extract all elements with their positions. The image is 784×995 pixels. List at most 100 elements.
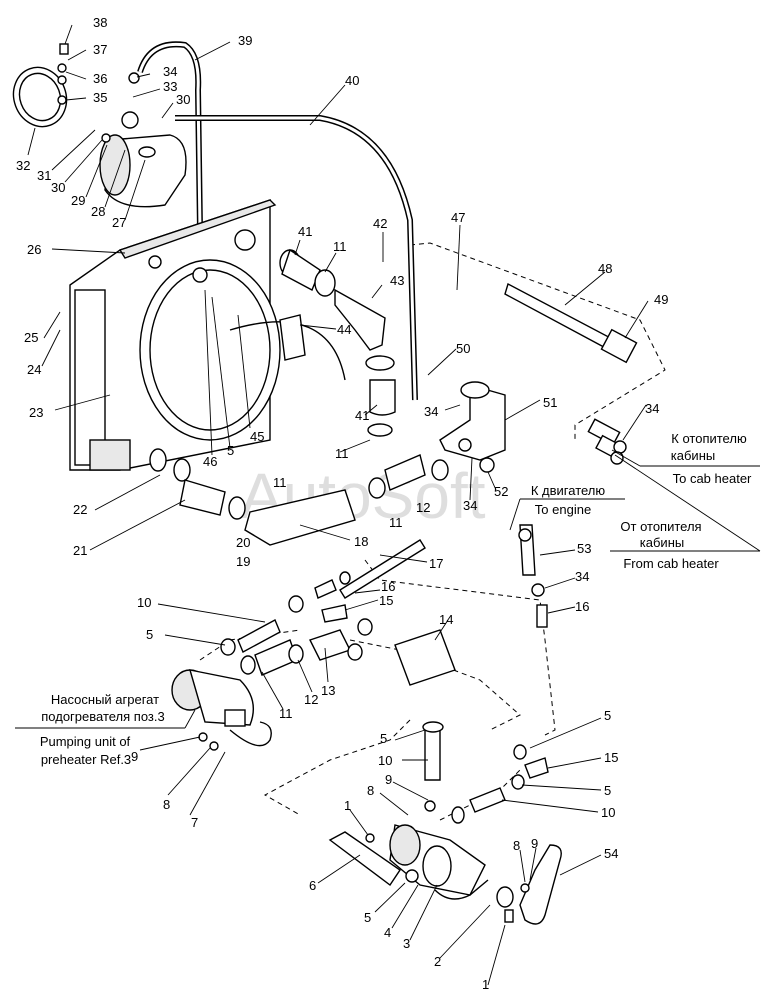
caption-to-engine-ru: К двигателю <box>531 483 606 498</box>
radiator <box>69 199 346 471</box>
callout: 1 <box>344 798 351 813</box>
callout: 44 <box>337 322 351 337</box>
pumping-unit <box>171 669 272 751</box>
caption-to-engine-en: To engine <box>535 502 591 517</box>
callout: 3 <box>403 936 410 951</box>
callout: 9 <box>531 836 538 851</box>
callout: 12 <box>416 500 430 515</box>
callout: 11 <box>273 475 287 490</box>
callout: 26 <box>27 242 41 257</box>
callout: 34 <box>463 498 477 513</box>
callout: 10 <box>601 805 615 820</box>
callout: 8 <box>367 783 374 798</box>
callout: 33 <box>163 79 177 94</box>
caption-pump-ru-2: подогревателя поз.3 <box>41 709 164 724</box>
captions: Насосный агрегат подогревателя поз.3 Pum… <box>40 431 752 767</box>
callout: 6 <box>309 878 316 893</box>
callout: 5 <box>227 443 234 458</box>
caption-from-heater-ru-1: От отопителя <box>620 519 701 534</box>
callout: 4 <box>384 925 391 940</box>
callout: 29 <box>71 193 85 208</box>
callout: 28 <box>91 204 105 219</box>
callout: 19 <box>236 554 250 569</box>
callout: 51 <box>543 395 557 410</box>
callout: 15 <box>379 593 393 608</box>
callout: 10 <box>378 753 392 768</box>
callout: 13 <box>321 683 335 698</box>
callout: 11 <box>389 515 403 530</box>
callout: 32 <box>16 158 30 173</box>
callout: 53 <box>577 541 591 556</box>
callout: 31 <box>37 168 51 183</box>
caption-pump-ru-1: Насосный агрегат <box>51 692 159 707</box>
callout: 45 <box>250 429 264 444</box>
callout: 8 <box>163 797 170 812</box>
callout: 7 <box>191 815 198 830</box>
callout: 14 <box>439 612 453 627</box>
callout: 9 <box>385 772 392 787</box>
callout: 34 <box>575 569 589 584</box>
callout: 43 <box>390 273 404 288</box>
callout: 10 <box>137 595 151 610</box>
connecting-hoses <box>149 448 548 686</box>
preheater <box>328 721 562 925</box>
caption-pump-en-2: preheater Ref.3 <box>41 752 131 767</box>
callout: 1 <box>482 977 489 992</box>
callout: 37 <box>93 42 107 57</box>
callout: 42 <box>373 216 387 231</box>
callout: 23 <box>29 405 43 420</box>
callout: 20 <box>236 535 250 550</box>
callout: 17 <box>429 556 443 571</box>
callout: 5 <box>380 731 387 746</box>
callout: 30 <box>176 92 190 107</box>
callout: 11 <box>335 446 349 461</box>
callout: 16 <box>381 579 395 594</box>
caption-leaders <box>15 449 761 729</box>
callout: 5 <box>364 910 371 925</box>
callout: 40 <box>345 73 359 88</box>
caption-to-heater-ru-2: кабины <box>671 448 715 463</box>
callout: 25 <box>24 330 38 345</box>
callout: 48 <box>598 261 612 276</box>
callout: 50 <box>456 341 470 356</box>
callout: 24 <box>27 362 41 377</box>
caption-pump-en-1: Pumping unit of <box>40 734 131 749</box>
heater-pipes <box>279 248 638 473</box>
callout: 39 <box>238 33 252 48</box>
callout: 34 <box>424 404 438 419</box>
callout: 8 <box>513 838 520 853</box>
callout: 12 <box>304 692 318 707</box>
expansion-tank-assembly <box>12 43 187 208</box>
callout: 36 <box>93 71 107 86</box>
caption-to-heater-ru-1: К отопителю <box>671 431 747 446</box>
callout: 47 <box>451 210 465 225</box>
callout: 22 <box>73 502 87 517</box>
callout: 35 <box>93 90 107 105</box>
leader-lines <box>27 24 649 986</box>
callout: 18 <box>354 534 368 549</box>
caption-from-heater-en: From cab heater <box>623 556 719 571</box>
callout: 9 <box>131 749 138 764</box>
callout: 34 <box>163 64 177 79</box>
callout: 54 <box>604 846 618 861</box>
callout: 5 <box>604 708 611 723</box>
callout: 5 <box>604 783 611 798</box>
callout: 5 <box>146 627 153 642</box>
callout: 52 <box>494 484 508 499</box>
caption-to-heater-en: To cab heater <box>673 471 752 486</box>
callout: 11 <box>333 239 347 254</box>
callout: 2 <box>434 954 441 969</box>
callout: 16 <box>575 599 589 614</box>
callout: 38 <box>93 15 107 30</box>
callout: 11 <box>279 706 293 721</box>
callout: 30 <box>51 180 65 195</box>
callout-numbers: 38 37 36 35 32 31 30 29 28 27 34 33 30 3… <box>16 15 668 992</box>
callout: 46 <box>203 454 217 469</box>
caption-from-heater-ru-2: кабины <box>640 535 684 550</box>
callout: 41 <box>298 224 312 239</box>
callout: 15 <box>604 750 618 765</box>
callout: 49 <box>654 292 668 307</box>
callout: 41 <box>355 408 369 423</box>
